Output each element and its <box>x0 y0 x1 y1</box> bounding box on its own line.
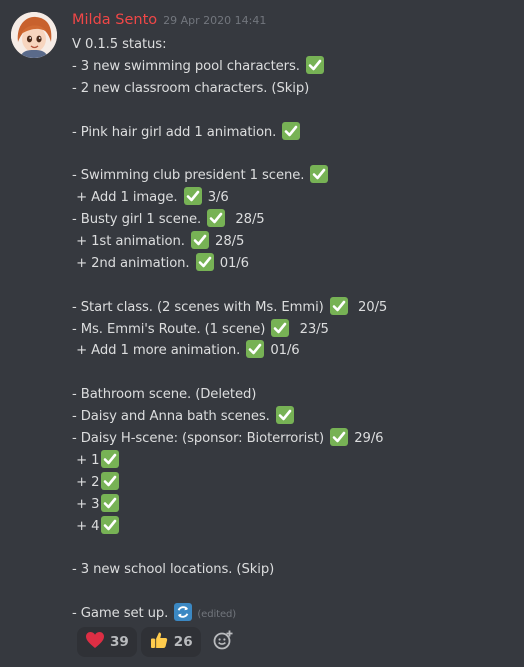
edited-label: (edited) <box>197 609 237 621</box>
message-line: + Add 1 more animation. 01/6 <box>72 340 514 362</box>
reaction-thumbs-up[interactable]: 26 <box>140 627 201 657</box>
white-check-mark-icon <box>195 252 214 271</box>
message-line: - Game set up. (edited) <box>72 603 514 625</box>
message-header: Milda Sento 29 Apr 2020 14:41 <box>72 12 514 34</box>
message-line: - Start class. (2 scenes with Ms. Emmi) … <box>72 296 514 319</box>
message-line-blank <box>72 362 514 384</box>
white-check-mark-icon <box>101 471 120 490</box>
white-check-mark-icon <box>330 428 349 447</box>
message-line: + 1 <box>72 449 514 472</box>
white-check-mark-icon <box>101 449 120 468</box>
thumbs-up-icon <box>149 630 169 654</box>
white-check-mark-icon <box>101 515 120 534</box>
message-line: - Busty girl 1 scene. 28/5 <box>72 209 514 231</box>
white-check-mark-icon <box>190 231 209 250</box>
message-line: - Daisy and Anna bath scenes. <box>72 406 514 428</box>
timestamp: 29 Apr 2020 14:41 <box>163 14 267 27</box>
message-line: + 3 <box>72 493 514 516</box>
message-line: + 2nd animation. 01/6 <box>72 252 514 275</box>
white-check-mark-icon <box>246 340 265 359</box>
message-line-blank <box>72 275 514 297</box>
white-check-mark-icon <box>282 121 301 140</box>
reaction-count: 39 <box>110 634 129 650</box>
message-line: - Ms. Emmi's Route. (1 scene) 23/5 <box>72 318 514 341</box>
message-line: - 3 new swimming pool characters. <box>72 55 514 78</box>
avatar[interactable] <box>11 12 57 58</box>
white-check-mark-icon <box>305 55 324 74</box>
message-line-blank <box>72 100 514 122</box>
reaction-heart[interactable]: 39 <box>77 627 137 657</box>
message-line: - Pink hair girl add 1 animation. <box>72 121 514 144</box>
white-check-mark-icon <box>101 493 120 512</box>
white-check-mark-icon <box>329 296 348 315</box>
message-line: - Bathroom scene. (Deleted) <box>72 387 257 403</box>
message-line: - Daisy H-scene: (sponsor: Bioterrorist)… <box>72 428 514 450</box>
white-check-mark-icon <box>275 406 294 425</box>
message-line-blank <box>72 143 514 165</box>
username[interactable]: Milda Sento <box>72 12 158 28</box>
red-heart-icon <box>85 631 105 653</box>
add-reaction-icon <box>212 629 234 655</box>
message-line: + 1st animation. 28/5 <box>72 231 514 253</box>
white-check-mark-icon <box>183 187 202 206</box>
message-line: - Swimming club president 1 scene. <box>72 165 514 187</box>
message-line: - 2 new classroom characters. (Skip) <box>72 80 310 96</box>
arrows-counterclockwise-icon <box>174 603 193 622</box>
message-line: + Add 1 image. 3/6 <box>72 187 514 209</box>
white-check-mark-icon <box>310 165 329 184</box>
message-line: V 0.1.5 status: <box>72 37 167 52</box>
avatar-image <box>11 12 57 58</box>
message-line-blank <box>72 537 514 559</box>
reactions-bar: 39 26 <box>77 627 237 657</box>
white-check-mark-icon <box>271 318 290 337</box>
message-line: - 3 new school locations. (Skip) <box>72 562 275 578</box>
message-body: V 0.1.5 status: - 3 new swimming pool ch… <box>72 34 514 625</box>
reaction-count: 26 <box>173 634 193 650</box>
message-line-blank <box>72 581 514 603</box>
message-line: + 4 <box>72 515 514 538</box>
add-reaction-button[interactable] <box>209 628 237 656</box>
message-line: + 2 <box>72 471 514 494</box>
white-check-mark-icon <box>207 209 226 228</box>
